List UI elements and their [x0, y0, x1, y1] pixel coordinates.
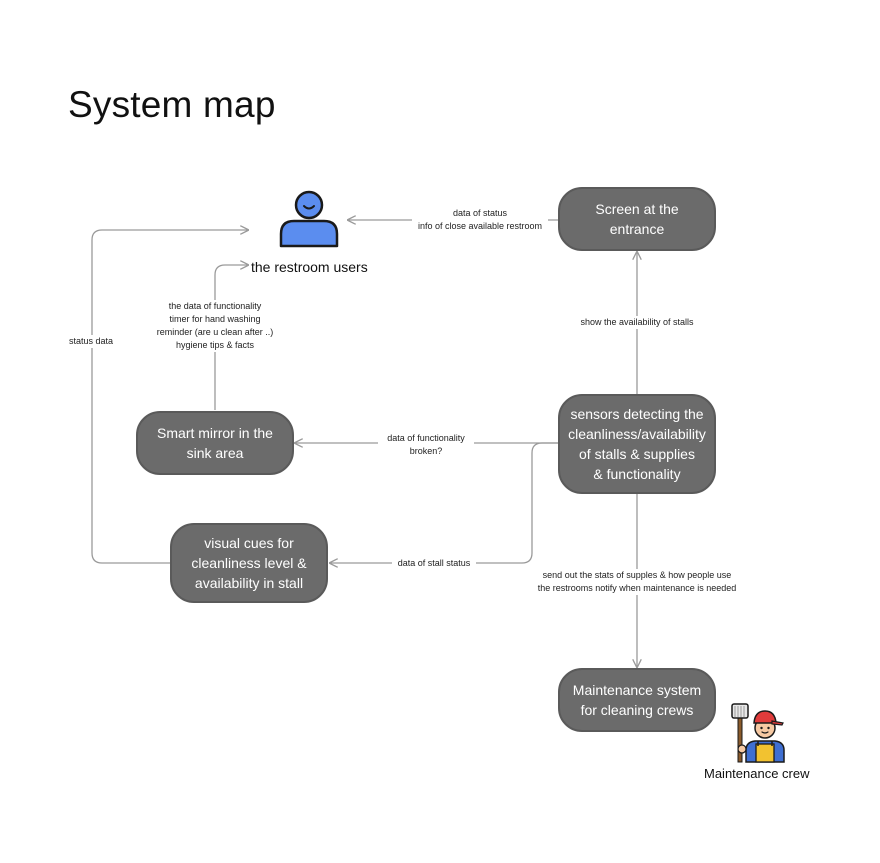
- label-sensors-to-maintenance: send out the stats of supples & how peop…: [527, 569, 747, 595]
- edge-visual-to-users: [91, 230, 248, 564]
- restroom-users-caption: the restroom users: [251, 259, 368, 275]
- node-visual-cues: visual cues for cleanliness level & avai…: [170, 523, 328, 603]
- label-mirror-to-users: the data of functionality timer for hand…: [150, 300, 280, 352]
- page-title: System map: [68, 84, 276, 125]
- user-icon: [279, 190, 339, 248]
- edge-sensors-to-visual: [330, 442, 558, 563]
- label-sensors-to-visual: data of stall status: [392, 557, 476, 570]
- node-screen-at-entrance: Screen at the entrance: [558, 187, 716, 251]
- label-screen-to-users: data of status info of close available r…: [412, 207, 548, 233]
- node-smart-mirror: Smart mirror in the sink area: [136, 411, 294, 475]
- maintenance-crew-caption: Maintenance crew: [704, 766, 810, 781]
- label-visual-to-users: status data: [64, 335, 118, 348]
- edge-mirror-to-users: [214, 265, 248, 410]
- label-sensors-to-screen: show the availability of stalls: [572, 316, 702, 329]
- node-sensors: sensors detecting the cleanliness/availa…: [558, 394, 716, 494]
- node-maintenance-system: Maintenance system for cleaning crews: [558, 668, 716, 732]
- label-sensors-to-mirror: data of functionality broken?: [378, 432, 474, 458]
- maintenance-worker-icon: [731, 703, 785, 763]
